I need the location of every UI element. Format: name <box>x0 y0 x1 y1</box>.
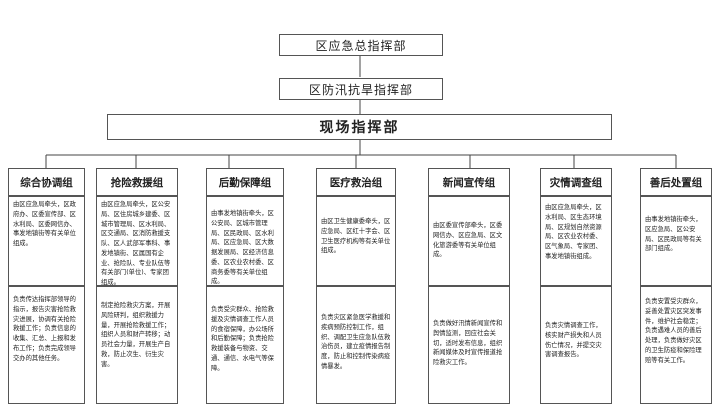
group-members-aftermath: 由事发地镇街牵头，区应急局、区公安局、区民政局等有关部门组成。 <box>640 196 712 286</box>
group-title-box-logistics: 后勤保障组 <box>206 168 284 196</box>
group-title-medical: 医疗救治组 <box>329 176 383 189</box>
command-label-flood-hq: 区防汛抗旱指挥部 <box>308 82 413 97</box>
group-duties-rescue: 制定抢险救灾方案，开展风险研判，组织救援力量，开展抢险救援工作；组织人员和财产转… <box>96 286 178 404</box>
group-title-box-survey: 灾情调查组 <box>540 168 612 196</box>
group-members-rescue: 由区应急局牵头，区公安局、区住房城乡建委、区城市管理局、区水利局、区交通局、区消… <box>96 196 178 286</box>
group-title-box-rescue: 抢险救援组 <box>96 168 178 196</box>
group-title-survey: 灾情调查组 <box>549 176 603 189</box>
group-duties-publicity: 负责做好汛情新闻宣传和舆情监测，回应社会关切，适时发布信息，组织新闻媒体及时宣传… <box>428 286 510 404</box>
group-duties-survey: 负责灾情调查工作，核实财产损失和人员伤亡情况，并提交灾害调查报告。 <box>540 286 612 404</box>
group-title-box-medical: 医疗救治组 <box>316 168 396 196</box>
group-title-publicity: 新闻宣传组 <box>442 176 496 189</box>
group-title-coordination: 综合协调组 <box>20 176 73 189</box>
group-members-medical: 由区卫生健康委牵头，区应急局、区红十字会、区卫生医疗机构等有关单位组成。 <box>316 196 396 286</box>
command-label-site-hq: 现场指挥部 <box>319 120 400 136</box>
group-members-publicity: 由区委宣传部牵头，区委网信办、区应急局、区文化旅游委等有关单位组成。 <box>428 196 510 286</box>
group-duties-medical: 负责灾区紧急医学救援和疾病预防控制工作，组织、调配卫生应急队伍救治伤员，建立疫情… <box>316 286 396 404</box>
group-title-box-coordination: 综合协调组 <box>8 168 85 196</box>
group-members-logistics: 由事发地镇街牵头，区公安局、区城市管理局、区民政局、区水利局、区应急局、区大数据… <box>206 196 284 286</box>
group-members-coordination: 由区应急局牵头，区政府办、区委宣传部、区水利局、区委网信办、事发地镇街等有关单位… <box>8 196 85 286</box>
group-title-rescue: 抢险救援组 <box>110 176 164 189</box>
group-title-aftermath: 善后处置组 <box>649 176 703 189</box>
group-members-survey: 由区应急局牵头，区水利局、区生态环境局、区规划自然资源局、区农业农村委、区气象局… <box>540 196 612 286</box>
command-box-emergency-hq: 区应急总指挥部 <box>279 34 443 56</box>
group-title-logistics: 后勤保障组 <box>218 176 272 189</box>
command-box-flood-hq: 区防汛抗旱指挥部 <box>279 78 443 100</box>
group-duties-logistics: 负责受灾群众、抢险救援及灾情调查工作人员的食宿保障，办公场所和后勤保障；负责抢险… <box>206 286 284 404</box>
command-label-emergency-hq: 区应急总指挥部 <box>315 38 407 53</box>
command-box-site-hq: 现场指挥部 <box>107 114 612 140</box>
group-duties-coordination: 负责传达指挥部领导的指示，报告灾害抢险救灾进展，协调有关抢险救援工作；负责信息的… <box>8 286 85 404</box>
group-duties-aftermath: 负责安置受灾群众，妥善处置灾区突发事件，维护社会稳定；负责遇难人员的善后处理，负… <box>640 286 712 404</box>
group-title-box-aftermath: 善后处置组 <box>640 168 712 196</box>
group-title-box-publicity: 新闻宣传组 <box>428 168 510 196</box>
